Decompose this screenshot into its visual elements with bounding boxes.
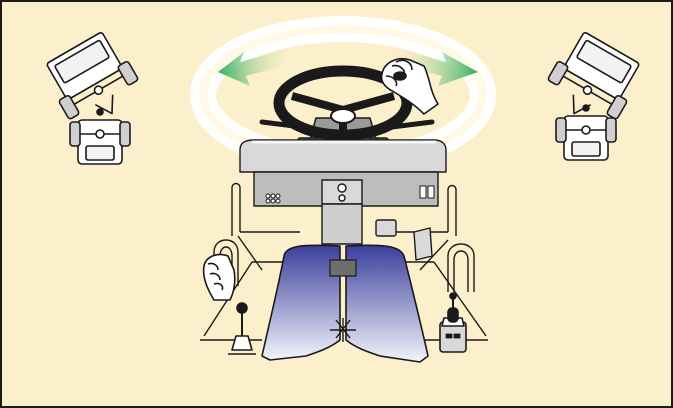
articulated-steering-illustration [0, 0, 673, 408]
illustration-canvas [0, 0, 673, 408]
